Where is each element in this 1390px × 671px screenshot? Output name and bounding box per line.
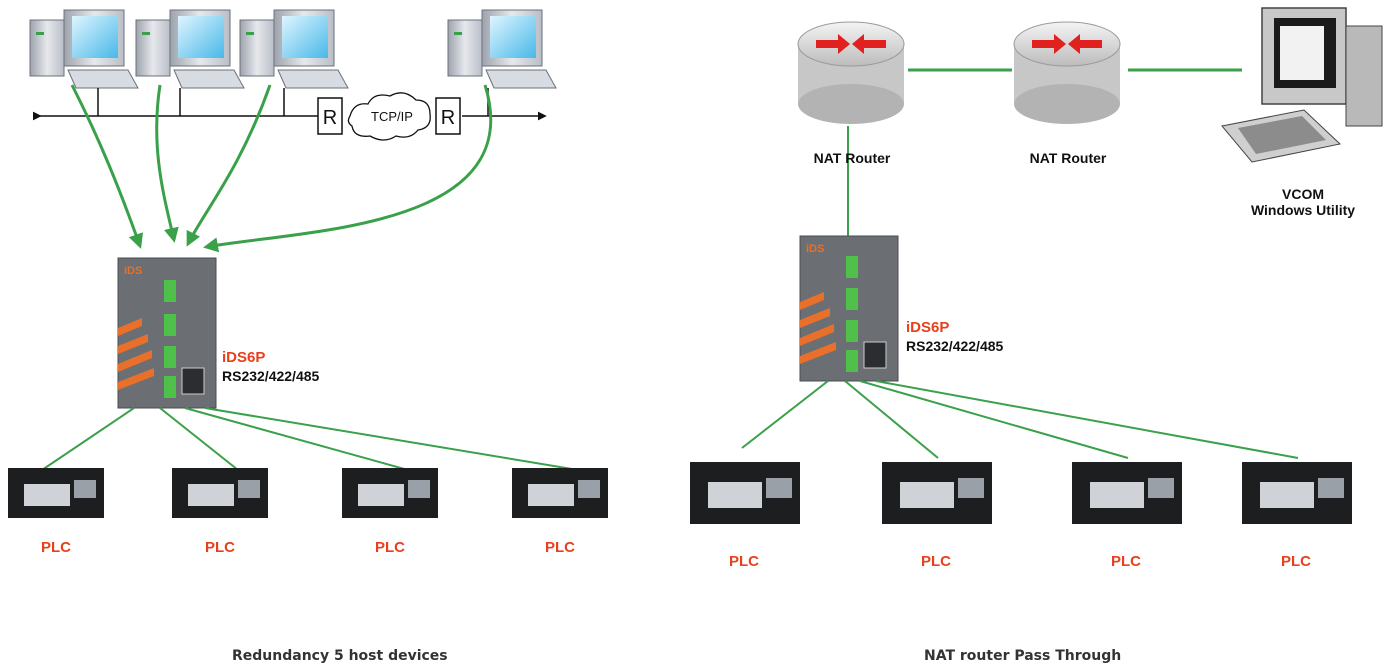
left-caption: Redundancy 5 host devices bbox=[232, 648, 448, 664]
right-diagram: NAT Router NAT Router VCOM Windows Utili… bbox=[690, 7, 1383, 570]
plc-links bbox=[741, 380, 1299, 459]
device-name: iDS6P bbox=[906, 319, 949, 336]
pc-icon bbox=[29, 9, 139, 89]
pc-icon bbox=[239, 9, 349, 89]
router-icon bbox=[1013, 21, 1121, 124]
plc-device bbox=[882, 462, 992, 524]
plc-device bbox=[8, 468, 104, 518]
pc-icon bbox=[1221, 7, 1383, 163]
router-box: R bbox=[317, 97, 343, 135]
plc-label: PLC bbox=[41, 539, 71, 556]
network-diagrams: R TCP/IP R iDS bbox=[8, 7, 1383, 570]
right-caption: NAT router Pass Through bbox=[924, 648, 1122, 664]
plc-device bbox=[512, 468, 608, 518]
svg-text:R: R bbox=[323, 107, 337, 129]
plc-device bbox=[172, 468, 268, 518]
router-label: NAT Router bbox=[814, 150, 891, 166]
pc-icon bbox=[135, 9, 245, 89]
plc-label: PLC bbox=[545, 539, 575, 556]
plc-label: PLC bbox=[729, 553, 759, 570]
host-links bbox=[70, 84, 493, 253]
pc-icon bbox=[447, 9, 557, 89]
plc-device bbox=[342, 468, 438, 518]
plc-device bbox=[1242, 462, 1352, 524]
router-icon bbox=[797, 21, 905, 124]
device-ports: RS232/422/485 bbox=[906, 338, 1004, 354]
plc-label: PLC bbox=[1111, 553, 1141, 570]
plc-device bbox=[1072, 462, 1182, 524]
plc-label: PLC bbox=[375, 539, 405, 556]
tcpip-cloud: TCP/IP bbox=[347, 92, 431, 141]
vcom-label: Windows Utility bbox=[1251, 202, 1355, 218]
device-name: iDS6P bbox=[222, 349, 265, 366]
plc-device bbox=[690, 462, 800, 524]
device-ports: RS232/422/485 bbox=[222, 368, 320, 384]
plc-links bbox=[41, 407, 579, 471]
plc-label: PLC bbox=[205, 539, 235, 556]
wan-links bbox=[847, 68, 1242, 236]
ids6p-device: iDS bbox=[799, 235, 899, 382]
svg-text:R: R bbox=[441, 107, 455, 129]
router-box: R bbox=[435, 97, 461, 135]
left-diagram: R TCP/IP R iDS bbox=[8, 9, 608, 556]
svg-text:iDS: iDS bbox=[124, 265, 142, 277]
ids6p-device: iDS bbox=[117, 257, 217, 409]
svg-text:TCP/IP: TCP/IP bbox=[371, 109, 413, 124]
plc-label: PLC bbox=[921, 553, 951, 570]
router-label: NAT Router bbox=[1030, 150, 1107, 166]
vcom-label: VCOM bbox=[1282, 186, 1324, 202]
svg-text:iDS: iDS bbox=[806, 243, 824, 255]
plc-label: PLC bbox=[1281, 553, 1311, 570]
lan-bus bbox=[32, 88, 547, 121]
